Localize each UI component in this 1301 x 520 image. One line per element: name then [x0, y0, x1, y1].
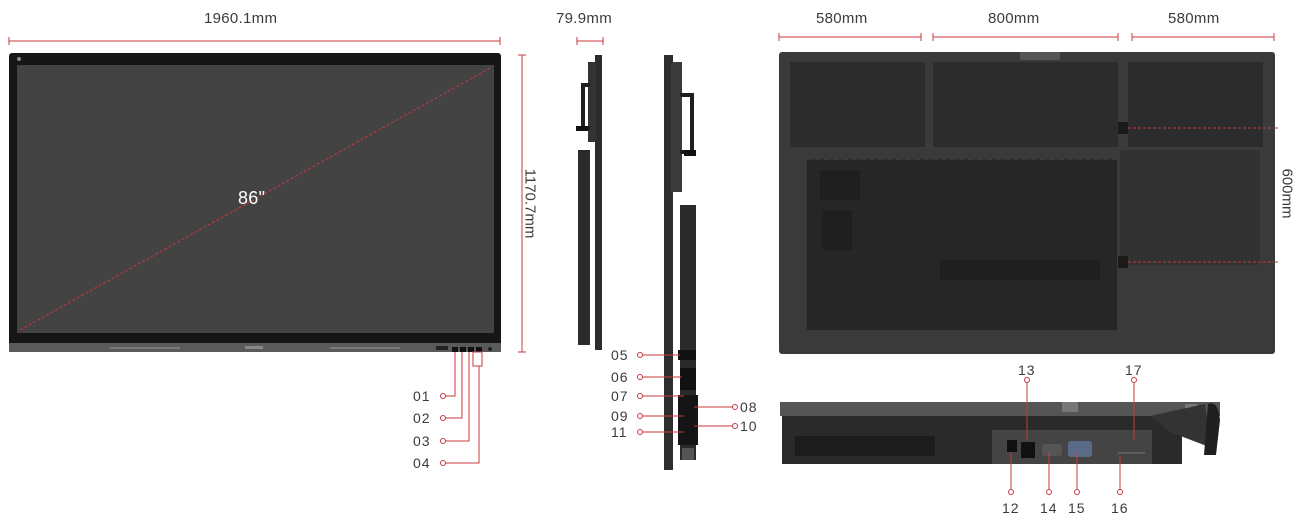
vga-port [1068, 441, 1092, 457]
side-profile-right [664, 55, 673, 470]
screen-size-label: 86" [238, 188, 266, 208]
side-views [576, 37, 738, 470]
front-callout-leaders [445, 351, 483, 464]
side-profile-left [595, 55, 602, 350]
callout-12: 12 [1002, 500, 1020, 516]
back-right-segment-label: 580mm [1168, 10, 1220, 27]
back-view [778, 33, 1278, 354]
front-view [8, 37, 526, 466]
callout-02: 02 [413, 410, 431, 426]
callout-01: 01 [413, 388, 431, 404]
callout-07: 07 [611, 388, 629, 404]
callout-13: 13 [1018, 362, 1036, 378]
callout-17: 17 [1125, 362, 1143, 378]
callout-15: 15 [1068, 500, 1086, 516]
callout-05: 05 [611, 347, 629, 363]
side-depth-label: 79.9mm [556, 10, 612, 27]
callout-04: 04 [413, 455, 431, 471]
back-vertical-label: 600mm [1278, 168, 1296, 219]
camera-icon [17, 57, 21, 61]
front-height-label: 1170.7mm [521, 168, 539, 239]
callout-09: 09 [611, 408, 629, 424]
rs232-port [1042, 444, 1062, 456]
callout-10: 10 [740, 418, 758, 434]
back-middle-segment-label: 800mm [988, 10, 1040, 27]
bottom-top-edge [780, 402, 1220, 416]
callout-14: 14 [1040, 500, 1058, 516]
rj45-port [1021, 442, 1035, 458]
callout-06: 06 [611, 369, 629, 385]
callout-16: 16 [1111, 500, 1129, 516]
back-left-segment-label: 580mm [816, 10, 868, 27]
front-width-label: 1960.1mm [204, 10, 278, 27]
bottom-view [780, 377, 1220, 495]
callout-11: 11 [611, 424, 628, 440]
callout-03: 03 [413, 433, 431, 449]
callout-08: 08 [740, 399, 758, 415]
